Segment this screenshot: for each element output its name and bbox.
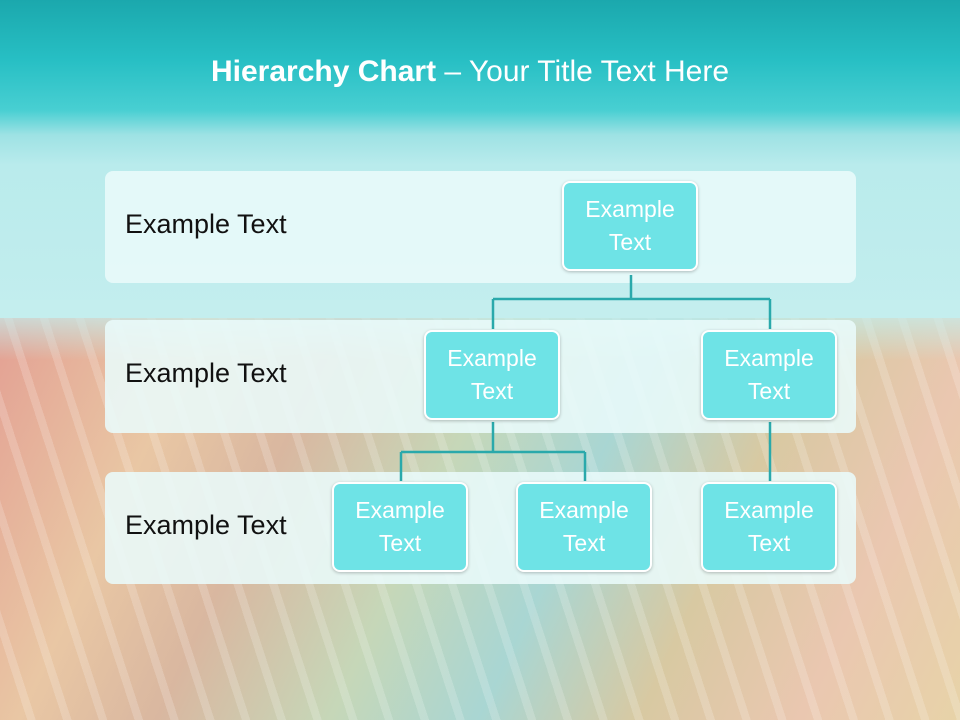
node-leaf-3-text: Example Text — [724, 497, 814, 556]
node-mid-right-text: Example Text — [724, 345, 814, 404]
connector-root-to-mid — [491, 275, 772, 329]
node-mid-right[interactable]: Example Text — [701, 330, 837, 420]
node-leaf-1[interactable]: Example Text — [332, 482, 468, 572]
node-leaf-3[interactable]: Example Text — [701, 482, 837, 572]
level-label-3: Example Text — [125, 510, 287, 540]
level-band-1: Example Text — [105, 171, 856, 283]
node-mid-left-text: Example Text — [447, 345, 537, 404]
connector-midleft-to-leaves — [399, 422, 587, 481]
level-label-2: Example Text — [125, 358, 287, 388]
title-bold-part: Hierarchy Chart — [210, 55, 437, 88]
node-leaf-1-text: Example Text — [355, 497, 445, 556]
node-root[interactable]: Example Text — [562, 181, 698, 271]
node-leaf-2[interactable]: Example Text — [516, 482, 652, 572]
title-rest-part: – Your Title Text Here — [436, 55, 730, 88]
node-root-text: Example Text — [585, 196, 675, 255]
node-leaf-2-text: Example Text — [539, 497, 629, 556]
node-mid-left[interactable]: Example Text — [424, 330, 560, 420]
slide-title: Hierarchy Chart – Your Title Text Here — [0, 55, 940, 89]
level-label-1: Example Text — [125, 209, 287, 239]
